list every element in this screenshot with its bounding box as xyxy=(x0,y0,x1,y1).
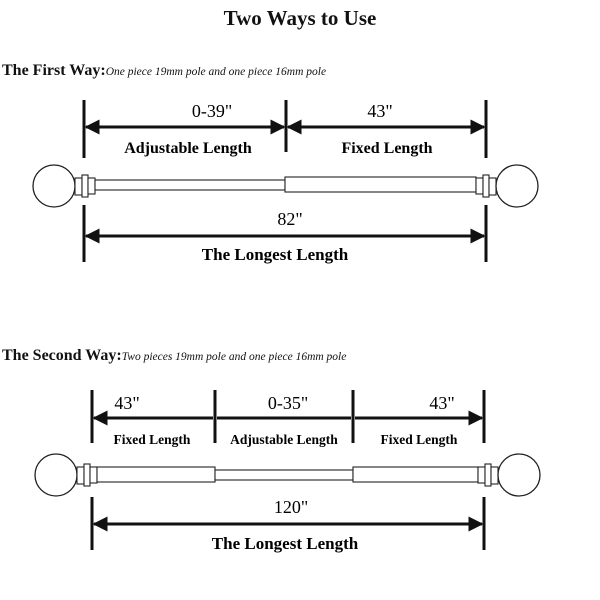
second-way-curtain-rod xyxy=(34,453,541,497)
second-way-segment-3-value: 43" xyxy=(429,393,454,413)
second-way-total-value: 120" xyxy=(274,497,308,517)
first-way-title: The First Way: xyxy=(2,62,106,79)
first-way-right-finial xyxy=(495,164,539,208)
second-way-left-bracket xyxy=(83,463,91,487)
second-way-segment-1-label: Fixed Length xyxy=(114,432,191,447)
second-way-segment-2-label: Adjustable Length xyxy=(230,432,338,447)
first-way-left-ring xyxy=(87,177,96,195)
second-way-19mm-pole-left xyxy=(96,466,216,483)
second-way-heading: The Second Way:Two pieces 19mm pole and … xyxy=(2,347,346,365)
second-way-right-ring xyxy=(477,466,486,484)
first-way-total-value: 82" xyxy=(277,209,302,229)
first-way-curtain-rod xyxy=(32,164,539,208)
second-way-16mm-pole xyxy=(214,469,354,481)
first-way-diagram: 0-39" 43" Adjustable Length Fixed Length… xyxy=(32,100,539,264)
first-way-left-bracket xyxy=(81,174,89,198)
second-way-19mm-pole-right xyxy=(352,466,479,483)
first-way-left-collar xyxy=(74,177,83,196)
second-way-right-finial xyxy=(497,453,541,497)
second-way-left-collar xyxy=(76,466,85,485)
first-way-subheading: One piece 19mm pole and one piece 16mm p… xyxy=(105,66,327,78)
first-way-segment-1-value: 0-39" xyxy=(192,101,232,121)
second-way-segment-2-value: 0-35" xyxy=(268,393,308,413)
first-way-total-label: The Longest Length xyxy=(202,245,349,264)
first-way-segment-2-label: Fixed Length xyxy=(341,140,432,157)
first-way-right-ring xyxy=(475,177,484,195)
second-way-diagram: 43" 0-35" 43" Fixed Length Adjustable Le… xyxy=(34,390,541,553)
second-way-right-bracket xyxy=(484,463,492,487)
first-way-19mm-pole xyxy=(284,176,477,193)
second-way-total-label: The Longest Length xyxy=(212,534,359,553)
second-way-segment-3-label: Fixed Length xyxy=(381,432,458,447)
diagram-title: Two Ways to Use xyxy=(223,6,377,30)
second-way-segment-1-value: 43" xyxy=(114,393,139,413)
first-way-heading: The First Way:One piece 19mm pole and on… xyxy=(2,62,326,80)
first-way-16mm-pole xyxy=(94,179,286,191)
second-way-left-finial xyxy=(34,453,78,497)
second-way-right-collar xyxy=(490,466,499,485)
first-way-segment-2-value: 43" xyxy=(367,101,392,121)
second-way-left-ring xyxy=(89,466,98,484)
first-way-right-bracket xyxy=(482,174,490,198)
first-way-right-collar xyxy=(488,177,497,196)
second-way-title: The Second Way: xyxy=(2,347,122,364)
first-way-left-finial xyxy=(32,164,76,208)
first-way-segment-1-label: Adjustable Length xyxy=(124,140,252,157)
second-way-subheading: Two pieces 19mm pole and one piece 16mm … xyxy=(121,351,347,363)
